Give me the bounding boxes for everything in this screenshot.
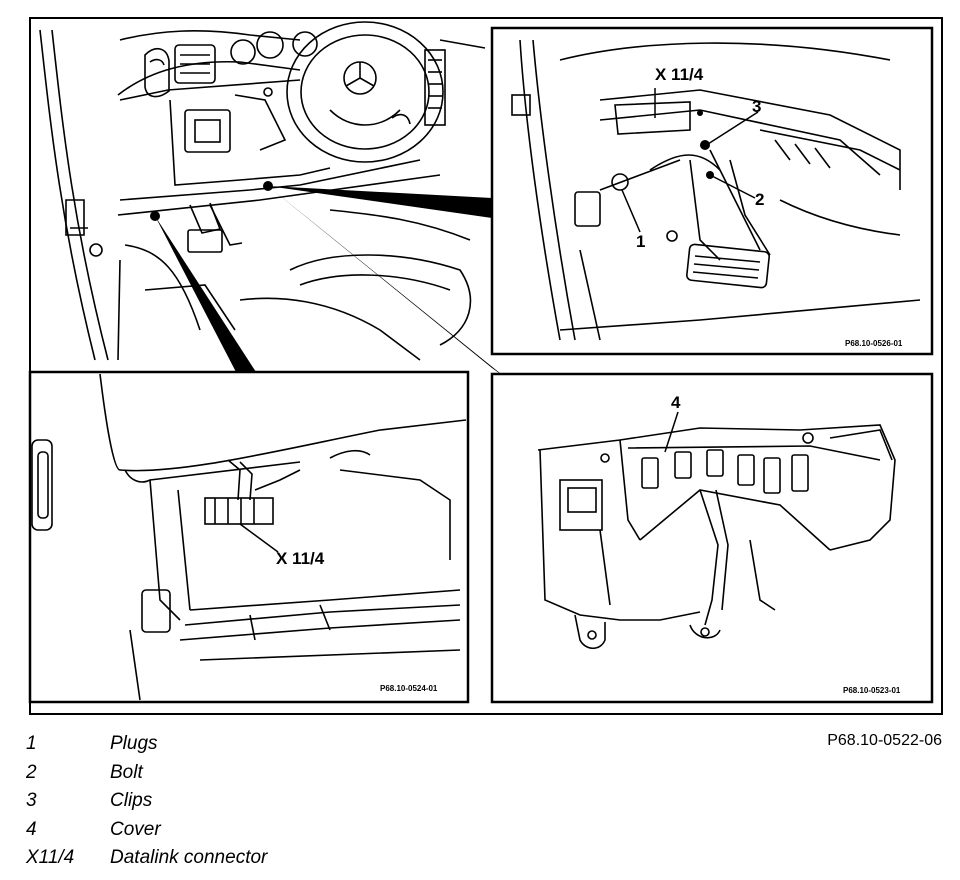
callout-x11-4-pedal: X 11/4: [655, 65, 704, 84]
pointer-wedge-connector-detail: [155, 216, 256, 372]
legend-key: X11/4: [26, 847, 75, 868]
legend-desc: Cover: [110, 818, 161, 840]
panel-pedal-detail: X 11/4 3 2 1 P68.10-0526-01: [490, 26, 934, 356]
panel-cover-detail: 4 P68.10-0523-01: [490, 372, 934, 704]
legend-desc: Clips: [110, 790, 153, 811]
legend-key: 2: [26, 761, 37, 783]
callout-2: 2: [755, 190, 764, 209]
legend-key: 4: [26, 818, 37, 840]
overview-illustration: [39, 21, 486, 361]
legend-row: 1 Plugs: [26, 730, 626, 759]
legend-desc: Plugs: [110, 733, 158, 754]
callout-4: 4: [671, 393, 681, 412]
pointer-wedge-pedal-detail: [268, 186, 492, 218]
legend-key: 1: [26, 733, 37, 754]
technical-figure: X 11/4 3 2 1 P68.10-0526-01: [28, 17, 943, 715]
pointer-wedge-cover-detail: [268, 186, 506, 378]
legend-desc: Datalink connector: [110, 847, 268, 868]
legend-key: 3: [26, 790, 37, 811]
legend-desc: Bolt: [110, 761, 143, 783]
panel-connector-detail: X 11/4 P68.10-0524-01: [28, 370, 470, 704]
legend-row: 3 Clips: [26, 787, 626, 816]
legend-row: X11/4 Datalink connector: [26, 844, 626, 873]
figure-frame: [29, 17, 943, 715]
callout-x11-4-connector: X 11/4: [276, 549, 325, 568]
callout-3: 3: [752, 97, 761, 116]
figure-code: P68.10-0522-06: [827, 732, 942, 749]
callout-1: 1: [636, 232, 645, 251]
legend: 1 Plugs 2 Bolt 3 Clips 4 Cover X11/4 Dat…: [26, 730, 626, 873]
panel-ref-cover: P68.10-0523-01: [843, 686, 901, 695]
panel-ref-connector: P68.10-0524-01: [380, 684, 438, 693]
panel-ref-pedal: P68.10-0526-01: [845, 339, 903, 348]
legend-row: 4 Cover: [26, 816, 626, 845]
legend-row: 2 Bolt: [26, 759, 626, 788]
